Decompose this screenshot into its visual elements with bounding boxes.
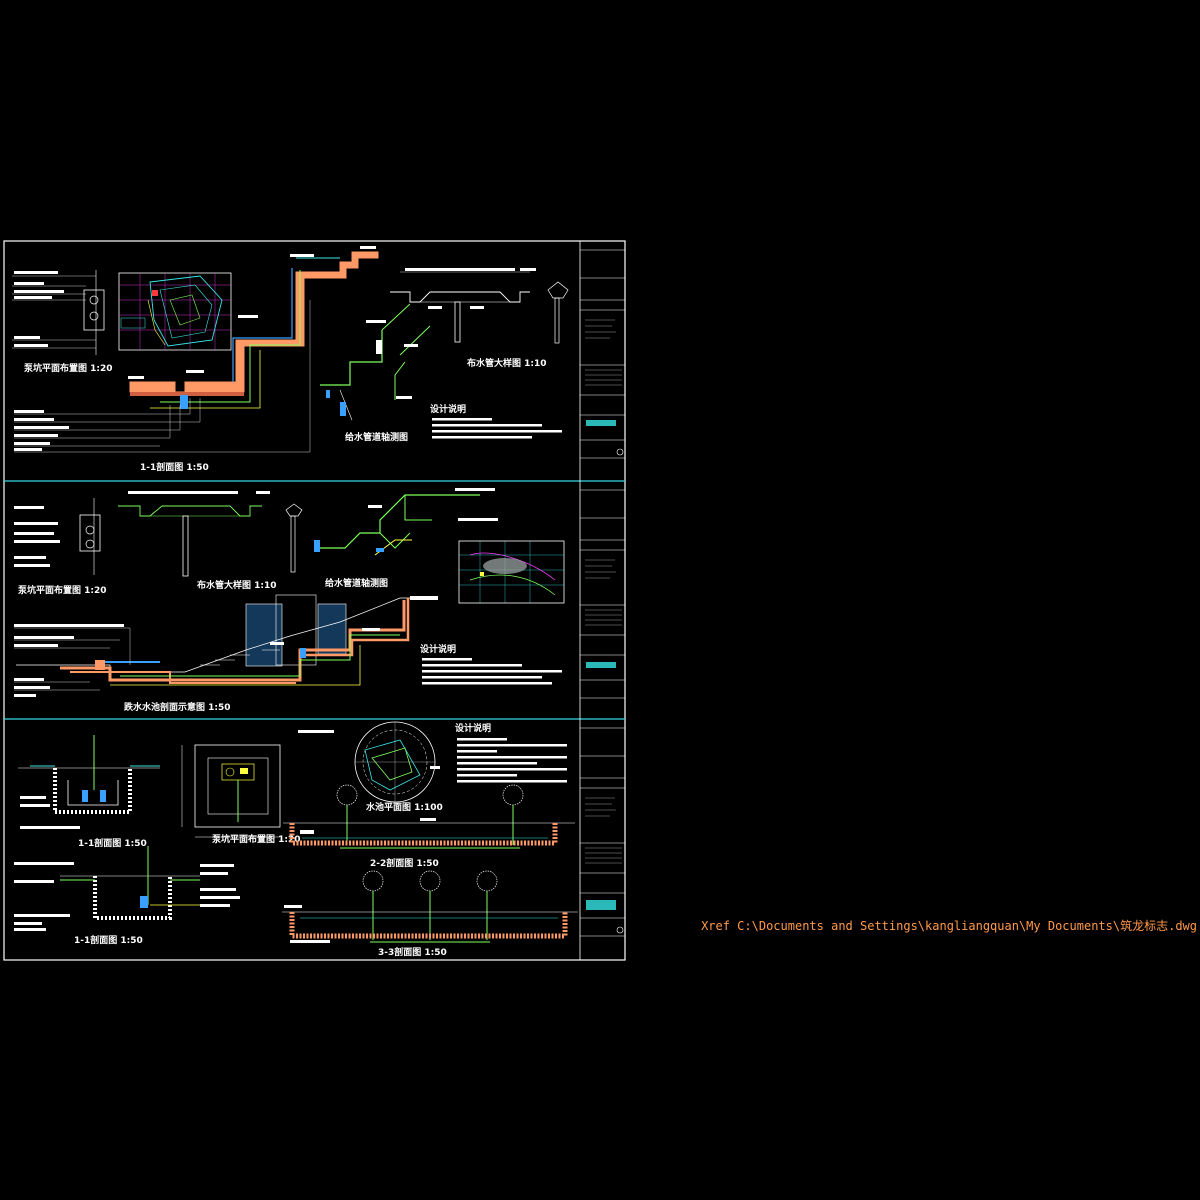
bot-pool-section-2 [283, 784, 575, 849]
mid-design-notes: 设计说明 [420, 643, 562, 685]
title-bot-section-c: 3-3剖面图 1:50 [378, 946, 447, 958]
top-key-plan [118, 272, 232, 351]
title-top-detail-left: 泵坑平面布置图 1:20 [24, 362, 113, 374]
bot-design-notes: 设计说明 [455, 722, 567, 783]
top-pipe-isometric [320, 303, 431, 421]
title-bot-pool-plan: 水池平面图 1:100 [366, 801, 443, 813]
xref-text: Xref C:\Documents and Settings\kangliang… [701, 918, 1197, 933]
title-bot-section-c-left: 1-1剖面图 1:50 [74, 934, 143, 946]
notes-title-mid: 设计说明 [420, 643, 456, 655]
title-bot-plan-small: 泵坑平面布置图 1:20 [212, 833, 301, 845]
mid-pump-detail [14, 498, 101, 575]
title-mid-nozzle: 布水管大样图 1:10 [196, 579, 277, 591]
bot-pit-plan [181, 744, 281, 838]
mid-nozzle-detail [118, 491, 303, 577]
title-top-pipe: 给水管道轴测图 [345, 431, 408, 443]
title-mid-detail-left: 泵坑平面布置图 1:20 [18, 584, 107, 596]
title-bot-section-a: 1-1剖面图 1:50 [78, 837, 147, 849]
title-top-nozzle: 布水管大样图 1:10 [466, 357, 547, 369]
mid-key-plan [458, 540, 565, 604]
bot-pool-plan [298, 721, 440, 803]
mid-pipe-isometric [314, 488, 498, 556]
mid-cascade-section [14, 594, 438, 697]
title-mid-section: 跌水水池剖面示意图 1:50 [124, 701, 231, 713]
top-step-section [14, 246, 379, 453]
title-mid-pipe: 给水管道轴测图 [325, 577, 388, 589]
top-nozzle-detail [390, 268, 569, 344]
sheet-frame [3, 240, 626, 961]
bot-pit-section-2 [14, 846, 240, 931]
bot-pit-section-1 [18, 735, 160, 829]
title-bot-section-b: 2-2剖面图 1:50 [370, 857, 439, 869]
title-top-section: 1-1剖面图 1:50 [140, 461, 209, 473]
bot-pool-section-3 [282, 870, 578, 943]
notes-title-bot: 设计说明 [455, 722, 491, 734]
top-design-notes: 设计说明 [430, 403, 562, 439]
notes-title-top: 设计说明 [430, 403, 466, 415]
title-block [579, 241, 625, 960]
top-pump-detail [12, 270, 105, 355]
